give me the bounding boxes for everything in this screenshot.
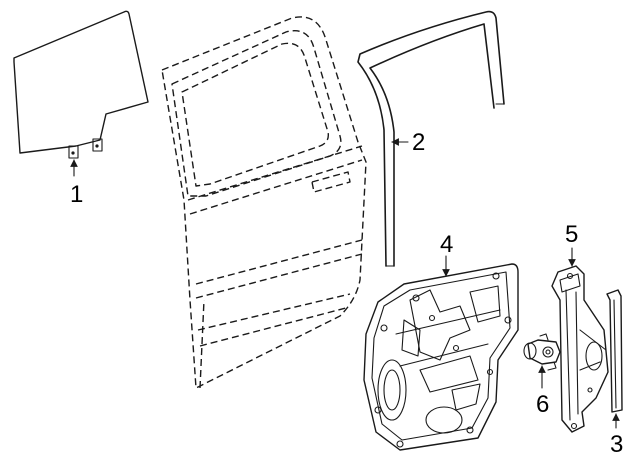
door-module-panel xyxy=(363,263,519,451)
door-shell xyxy=(161,16,367,389)
callout-4: 4 xyxy=(440,231,453,258)
callout-6: 6 xyxy=(536,391,549,418)
window-regulator xyxy=(551,265,609,433)
callout-5: 5 xyxy=(565,221,578,248)
callout-2: 2 xyxy=(412,129,425,156)
door-glass xyxy=(13,10,149,159)
callout-1: 1 xyxy=(70,181,83,208)
rear-run-channel xyxy=(606,289,623,413)
leader-lines xyxy=(70,138,620,429)
glass-run-channel xyxy=(357,10,505,267)
callout-3: 3 xyxy=(610,431,623,458)
window-motor xyxy=(523,333,561,371)
